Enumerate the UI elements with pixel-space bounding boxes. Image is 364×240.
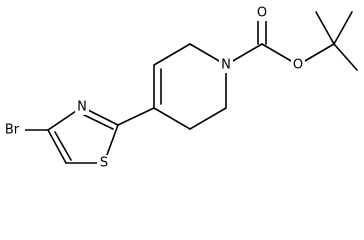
ring-nitrogen-label-background bbox=[219, 57, 233, 73]
ring-nitrogen-atom-label: N bbox=[221, 58, 231, 73]
bond-ring-c5-c4 bbox=[153, 107, 191, 130]
thiazole-sulfur-atom-label: S bbox=[100, 156, 108, 171]
chemical-structure-diagram: Br N S N O O bbox=[0, 5, 358, 171]
bond-tert-carbon-methyl-right bbox=[333, 43, 358, 71]
ester-oxygen-label-background bbox=[291, 57, 305, 73]
thiazole-sulfur-label-background bbox=[97, 155, 111, 171]
bromine-label-background bbox=[0, 121, 25, 139]
bond-thiazole-c4-c5-double bbox=[54, 131, 72, 161]
bond-thiazole-to-tetrahydropyridine bbox=[117, 107, 155, 126]
thiazole-nitrogen-atom-label: N bbox=[77, 100, 87, 115]
bond-ring-c3-c2 bbox=[153, 43, 191, 66]
carbonyl-oxygen-atom-label: O bbox=[257, 6, 267, 21]
ester-oxygen-atom-label: O bbox=[293, 58, 303, 73]
bond-thiazole-c2-n-double bbox=[81, 113, 114, 130]
bond-tert-carbon-methyl-top bbox=[333, 11, 353, 45]
bond-tert-carbon-methyl-left bbox=[315, 11, 335, 45]
bond-thiazole-c4-c5 bbox=[47, 129, 67, 164]
bond-ring-c6-c5 bbox=[189, 107, 227, 130]
carbonyl-oxygen-label-background bbox=[255, 5, 269, 21]
thiazole-nitrogen-label-background bbox=[75, 99, 89, 115]
bromine-atom-label: Br bbox=[5, 123, 20, 138]
